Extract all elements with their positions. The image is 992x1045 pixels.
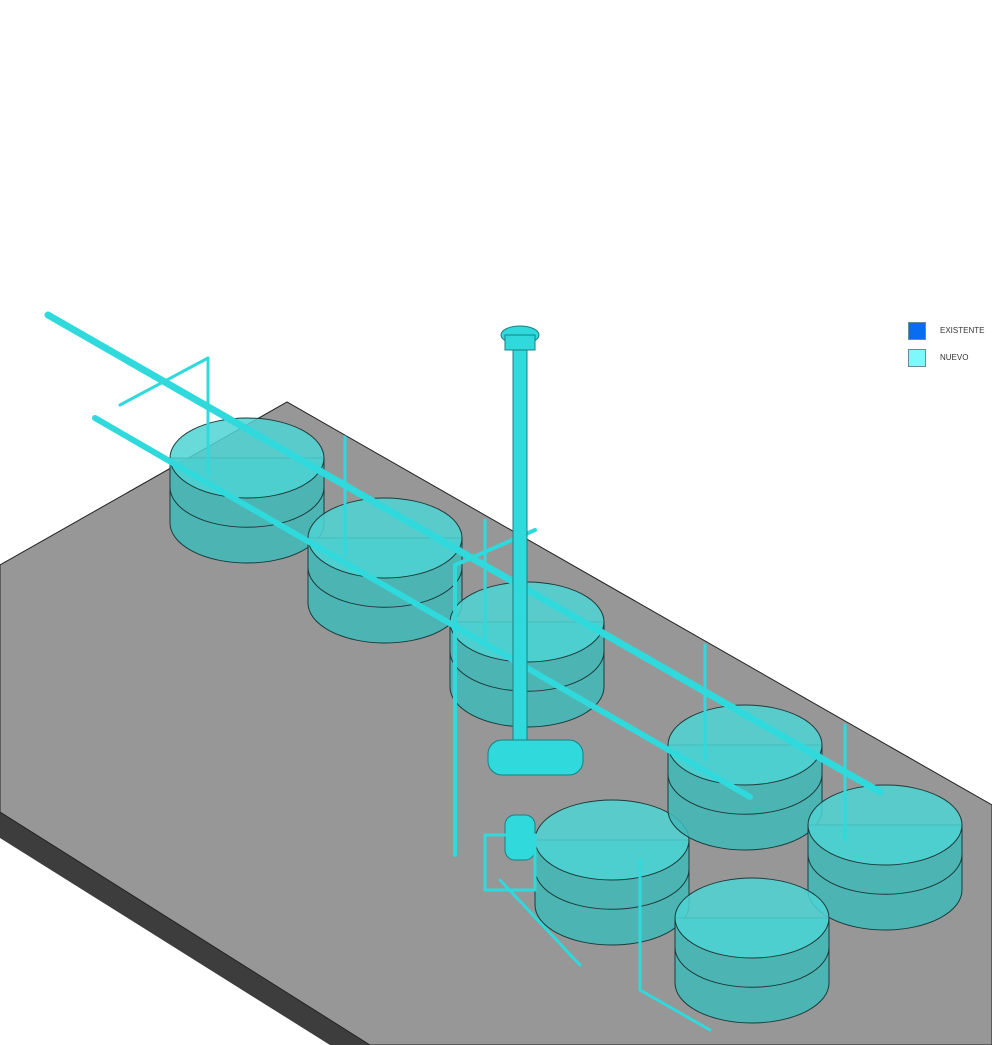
- tank: [807, 784, 963, 931]
- legend-item-existente: EXISTENTE: [908, 317, 984, 344]
- legend-label: EXISTENTE: [940, 326, 985, 335]
- tank: [307, 497, 463, 644]
- separator-stack: [483, 325, 584, 892]
- legend-swatch-existente: [908, 321, 926, 340]
- legend: EXISTENTE NUEVO: [908, 317, 984, 371]
- tank: [169, 417, 325, 564]
- tank: [667, 704, 823, 851]
- legend-swatch-nuevo: [908, 348, 926, 367]
- tank: [674, 877, 830, 1024]
- pipe-rack: [44, 311, 884, 1032]
- legend-item-nuevo: NUEVO: [908, 344, 984, 371]
- tank: [534, 799, 690, 946]
- legend-label: NUEVO: [940, 353, 969, 362]
